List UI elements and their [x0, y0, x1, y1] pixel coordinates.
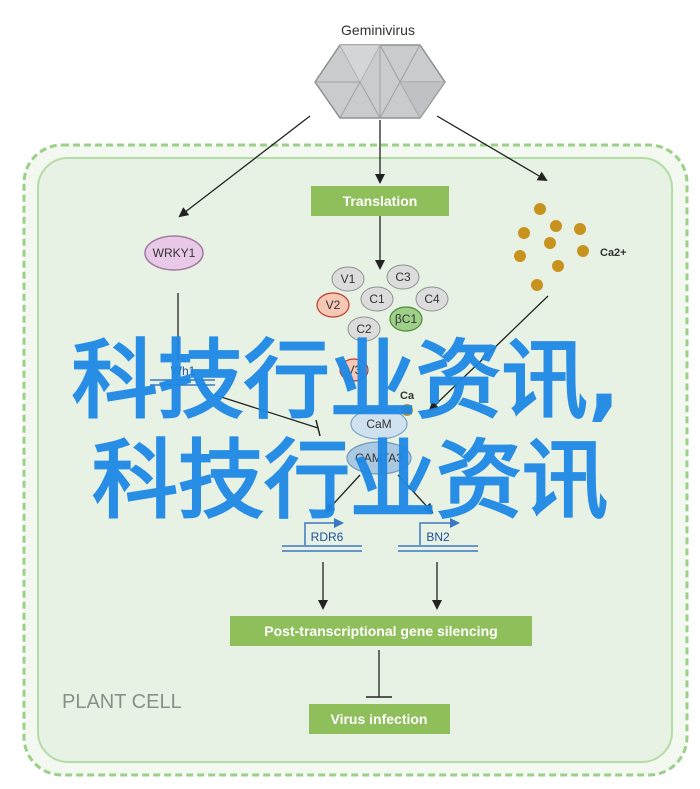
translation-box [311, 186, 449, 216]
c3-label: C3 [395, 270, 411, 284]
arrow-virus-wrky [178, 115, 311, 218]
gene-wh1-label: Wh1 [171, 364, 196, 378]
arrow-calcium-cam [428, 295, 549, 412]
bc1-label: βC1 [395, 312, 418, 326]
v3-node [339, 358, 369, 382]
c4-node [415, 286, 449, 312]
translation-label: Translation [343, 193, 418, 209]
ca-dot [531, 279, 543, 291]
wrky1-node [144, 235, 204, 271]
camta3-label: CAMTA3 [355, 451, 403, 465]
bn2-gene [398, 518, 478, 552]
bn2-label: BN2 [426, 530, 450, 544]
virus-label: Geminivirus [341, 22, 415, 38]
bc1-node [389, 306, 423, 332]
ca-dot [518, 227, 530, 239]
ca2-label: Ca2+ [600, 247, 627, 259]
virus-infection-label: Virus infection [331, 711, 428, 727]
c2-label: C2 [356, 322, 372, 336]
c3-node [386, 264, 420, 290]
ca-dot [514, 250, 526, 262]
rdr6-label: RDR6 [311, 530, 344, 544]
ptgs-label: Post-transcriptional gene silencing [264, 623, 497, 639]
v1-node [331, 266, 365, 292]
c1-label: C1 [369, 292, 385, 306]
arrow-virus-calcium [436, 115, 548, 182]
v2-label: V2 [326, 298, 341, 312]
camta3-node [346, 441, 412, 475]
ca-dot [401, 404, 413, 416]
watermark-line-1: 科技行业资讯, [71, 331, 621, 431]
ca-dot [534, 203, 546, 215]
v3-label: V3 [347, 363, 362, 377]
ca-dot [577, 245, 589, 257]
cam-label: CaM [366, 417, 391, 431]
plant-cell-label: PLANT CELL [62, 691, 182, 713]
v2-node [316, 292, 350, 318]
ca-dot [544, 237, 556, 249]
arrow-camta-rdr6 [324, 474, 361, 514]
rdr6-gene [282, 518, 362, 552]
ca-dot [574, 223, 586, 235]
ptgs-box [230, 616, 532, 646]
inhibit-wh1-cam [214, 394, 319, 429]
c1-node [360, 286, 394, 312]
calcium-ions [401, 203, 589, 416]
v1-label: V1 [341, 272, 356, 286]
virus-icon [314, 43, 446, 120]
wrky1-label: WRKY1 [153, 246, 196, 260]
virus-infection-box [309, 704, 450, 734]
ca-dot [552, 260, 564, 272]
cam-node [350, 408, 408, 440]
ca-small-label: Ca [400, 390, 415, 402]
inhibit-bar [315, 419, 321, 437]
watermark-line-2: 科技行业资讯 [92, 431, 608, 531]
c2-node [347, 316, 381, 342]
ca-dot [550, 220, 562, 232]
c4-label: C4 [424, 292, 440, 306]
arrow-camta-bn2 [397, 474, 434, 514]
